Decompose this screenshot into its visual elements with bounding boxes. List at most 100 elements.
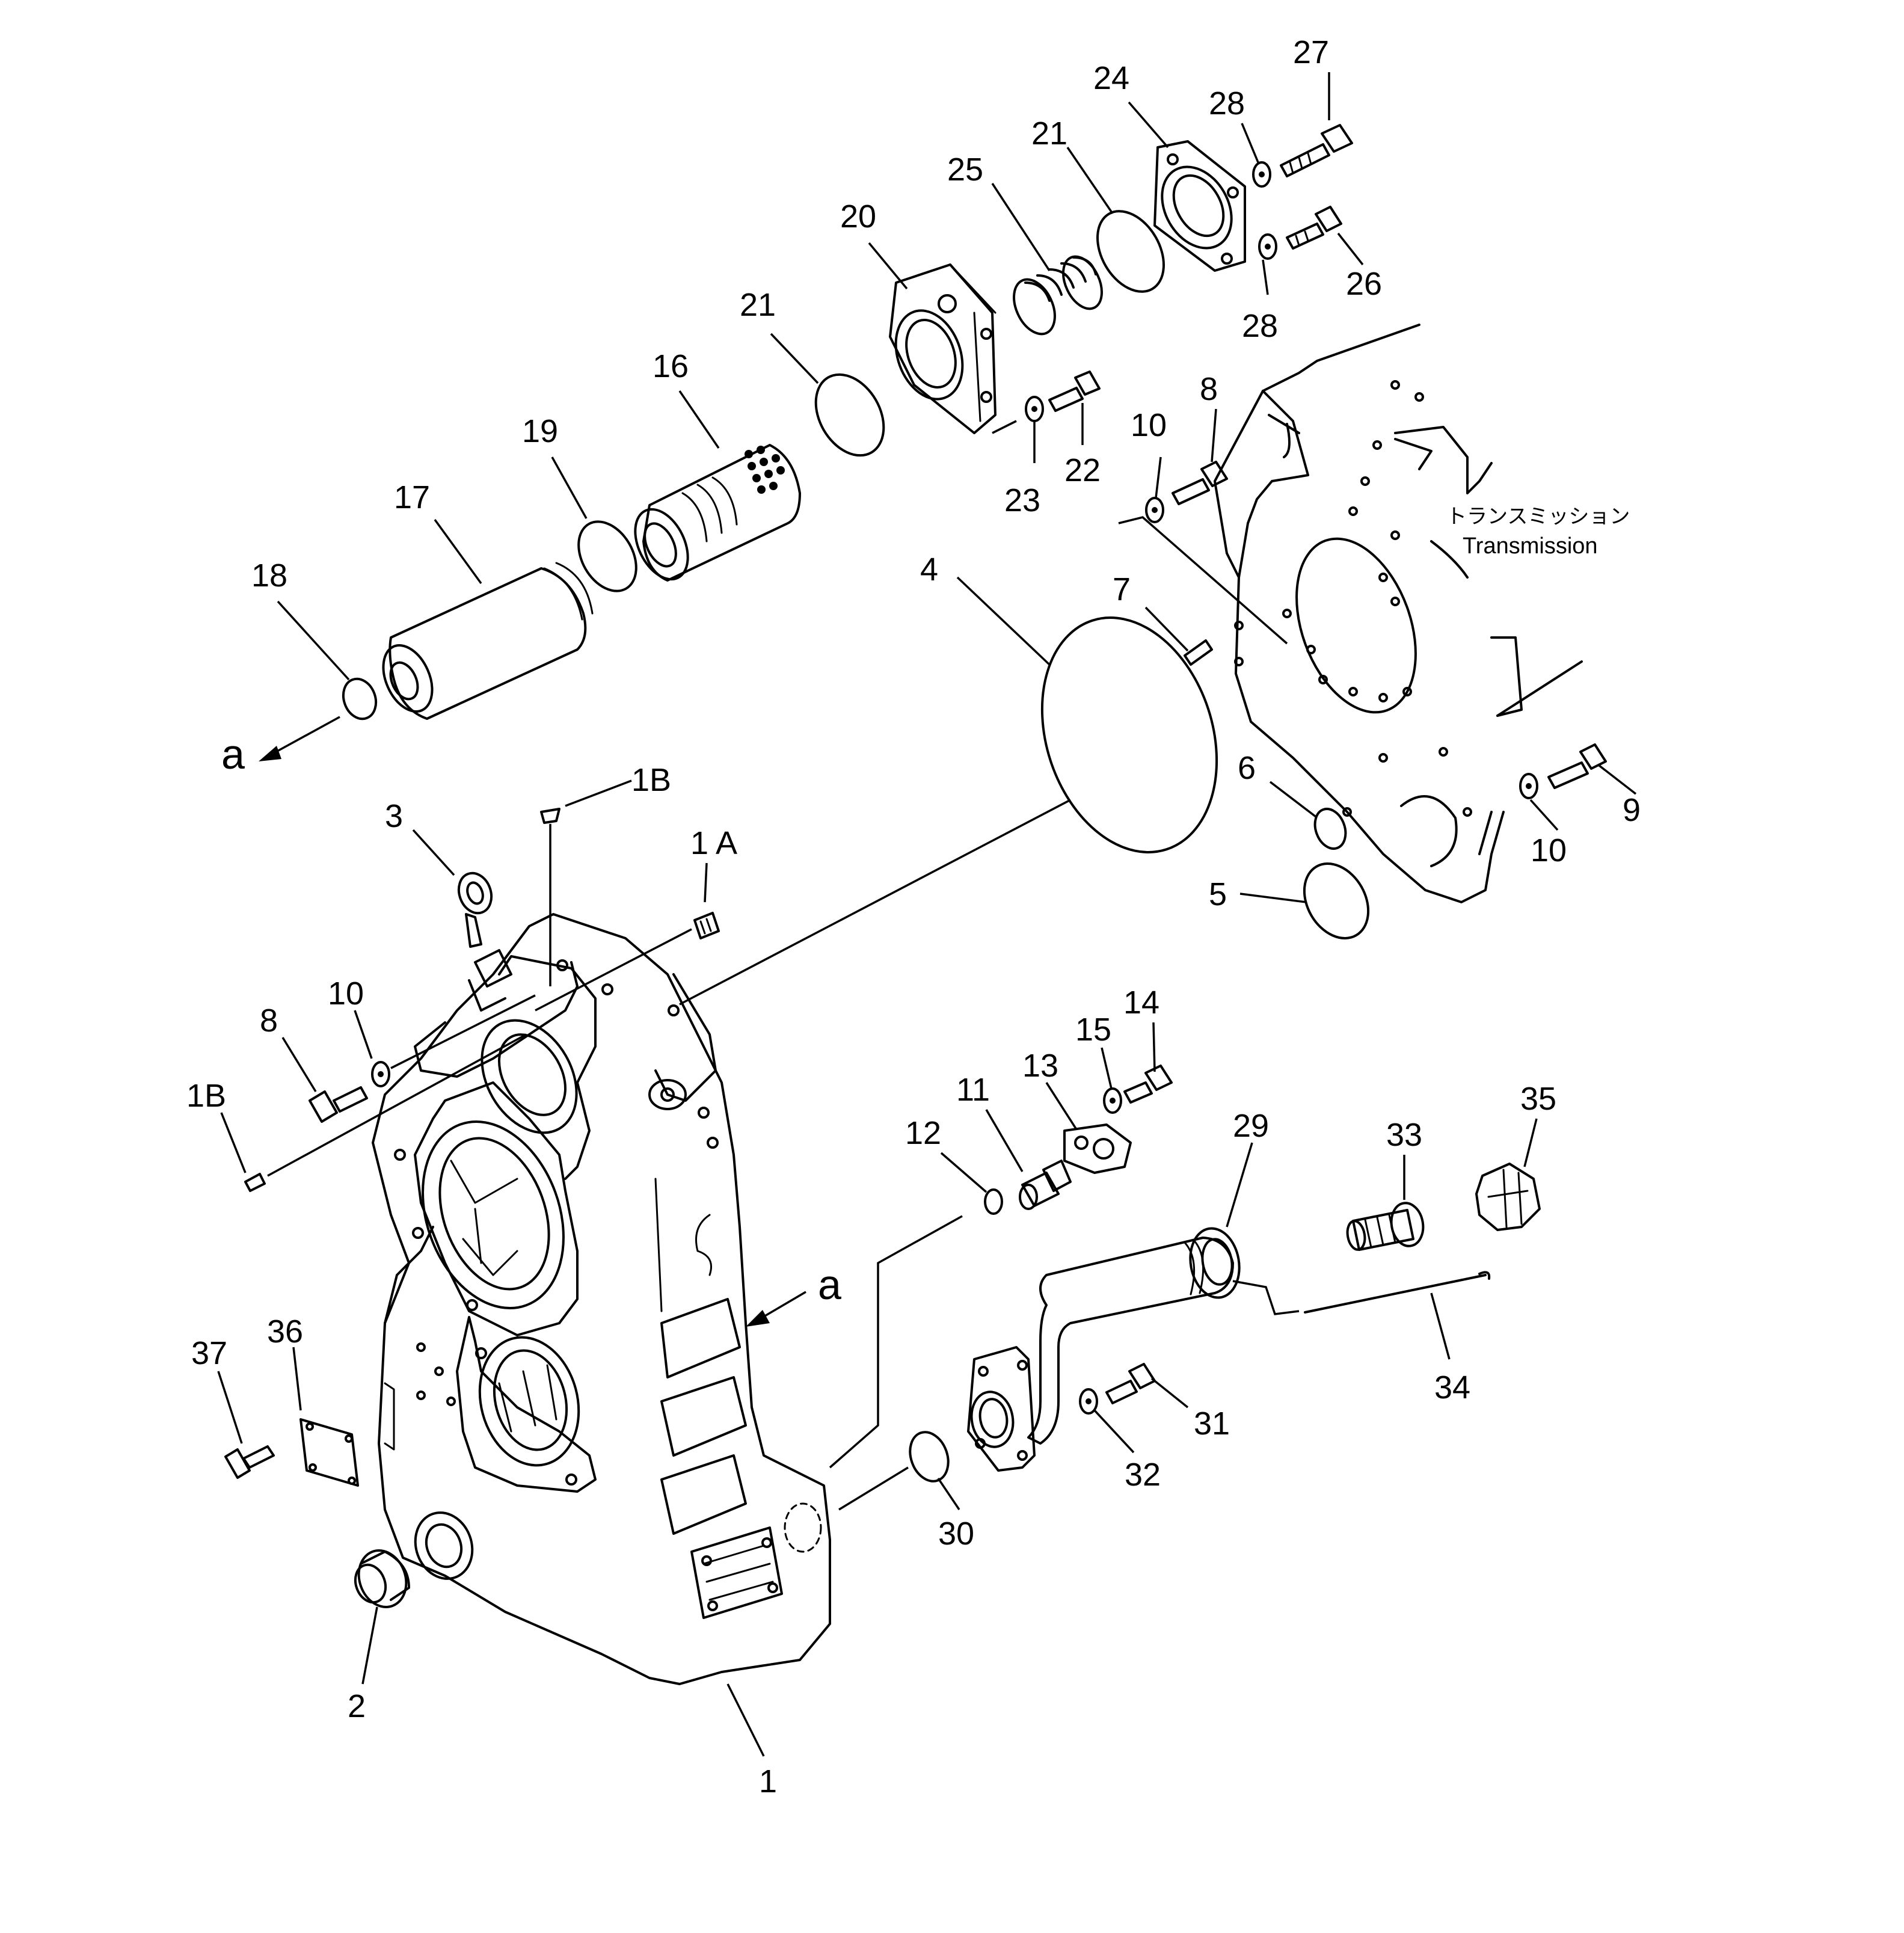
part-14-bolt [1123, 1065, 1173, 1104]
part-4-gasket [1040, 616, 1218, 853]
part-34-dipstick [1304, 1271, 1491, 1314]
part-35-cap [1475, 1163, 1541, 1231]
connector-case-gasket [679, 799, 1071, 1006]
transmission-label-en: Transmission [1463, 533, 1598, 559]
part-13-flange [1063, 1123, 1132, 1174]
part-24-cover [1153, 140, 1246, 272]
part-31-bolt [1105, 1363, 1156, 1404]
part-16-filter-element [634, 444, 801, 582]
part-19-oring [577, 520, 637, 592]
label-3: 3 [385, 798, 403, 834]
part-27-bolt [1280, 124, 1353, 177]
label-34: 34 [1434, 1369, 1470, 1406]
part-25-spring [1013, 255, 1103, 336]
part-23-washer [1025, 396, 1044, 422]
label-32: 32 [1125, 1457, 1161, 1493]
label-36: 36 [267, 1314, 303, 1350]
label-2: 2 [348, 1688, 366, 1724]
part-33-strainer [1346, 1202, 1425, 1251]
part-case-boss [414, 1511, 474, 1580]
label-27: 27 [1293, 34, 1329, 70]
part-1b-plug-left [244, 1173, 266, 1192]
part-32-washer [1079, 1388, 1098, 1415]
label-28-top: 28 [1209, 85, 1245, 121]
connector-8-housing [1118, 516, 1288, 645]
label-5: 5 [1209, 876, 1227, 912]
connector-8-left [390, 994, 536, 1069]
part-10-washer-right [1519, 773, 1538, 799]
label-21-mid: 21 [740, 287, 776, 323]
label-20: 20 [840, 198, 876, 235]
part-7-dowel-pin [1184, 639, 1213, 666]
part-11-sensor [1019, 1160, 1072, 1210]
part-21-oring-mid [814, 373, 885, 457]
label-16: 16 [653, 348, 689, 384]
part-10-washer-mid [1145, 497, 1164, 523]
transmission-note: トランスミッション Transmission [1446, 505, 1630, 559]
connector-20-23 [992, 420, 1017, 434]
part-21-oring-top [1096, 210, 1165, 293]
label-14: 14 [1123, 985, 1159, 1021]
label-23: 23 [1004, 482, 1040, 518]
connector-29-34 [1232, 1280, 1300, 1315]
label-37: 37 [191, 1335, 227, 1371]
part-15-washer [1103, 1087, 1122, 1114]
label-arrow-a-top: a [221, 731, 245, 778]
leader-lines [217, 72, 1637, 1757]
transmission-housing [1214, 324, 1583, 903]
part-2-plug [354, 1549, 410, 1608]
part-28-washer-top [1252, 161, 1271, 188]
label-21-top: 21 [1031, 115, 1067, 152]
part-37-bolt [224, 1445, 275, 1479]
label-30: 30 [938, 1516, 974, 1552]
part-29-filler-tube [967, 1227, 1241, 1472]
part-labels: 18 17 19 16 21 20 25 21 24 28 27 26 28 2… [186, 34, 1641, 1799]
part-1a-plug [693, 912, 720, 939]
part-9-bolt [1547, 743, 1607, 789]
label-4: 4 [920, 552, 938, 588]
part-26-bolt [1286, 206, 1342, 250]
label-19: 19 [522, 413, 558, 449]
part-5-oring [1303, 862, 1370, 939]
part-6-oring [1313, 808, 1347, 850]
label-24: 24 [1093, 60, 1129, 96]
label-1b-left: 1B [186, 1078, 226, 1114]
connector-1b-left [267, 1033, 527, 1177]
label-1b-top: 1B [631, 762, 671, 798]
label-6: 6 [1238, 750, 1256, 786]
label-13: 13 [1022, 1048, 1058, 1084]
label-33: 33 [1386, 1117, 1422, 1153]
label-arrow-a-mid: a [818, 1261, 841, 1308]
arrow-a-top [259, 716, 340, 761]
part-12-oring [984, 1188, 1003, 1215]
part-1-case [372, 913, 831, 1685]
part-17-filter-case [382, 562, 594, 720]
label-29: 29 [1233, 1108, 1269, 1144]
label-10-mid: 10 [1131, 407, 1167, 443]
connector-12-case [829, 1215, 963, 1469]
connector-30-case [838, 1466, 909, 1511]
label-12: 12 [905, 1115, 941, 1151]
label-26: 26 [1346, 266, 1382, 302]
part-28-washer-bot [1258, 233, 1277, 260]
part-30-oring [909, 1431, 950, 1483]
label-22: 22 [1064, 452, 1101, 488]
part-20-filter-head [889, 263, 997, 434]
part-3-eye-bolt [457, 871, 493, 948]
part-36-cover-plate [299, 1418, 359, 1487]
label-1a: 1 A [690, 825, 737, 861]
label-25: 25 [947, 152, 983, 188]
label-7: 7 [1113, 571, 1131, 607]
part-18-oring [342, 677, 378, 721]
label-35: 35 [1520, 1081, 1556, 1117]
arrow-a-mid [746, 1291, 806, 1327]
label-31: 31 [1194, 1406, 1230, 1442]
part-8-bolt-left [309, 1086, 368, 1123]
label-17: 17 [394, 479, 430, 515]
label-9: 9 [1623, 792, 1641, 828]
label-8-left: 8 [260, 1003, 278, 1039]
label-10-right: 10 [1531, 832, 1567, 868]
label-11: 11 [956, 1072, 990, 1108]
part-1b-plug-top [540, 808, 560, 824]
part-10-washer-left [371, 1061, 390, 1087]
